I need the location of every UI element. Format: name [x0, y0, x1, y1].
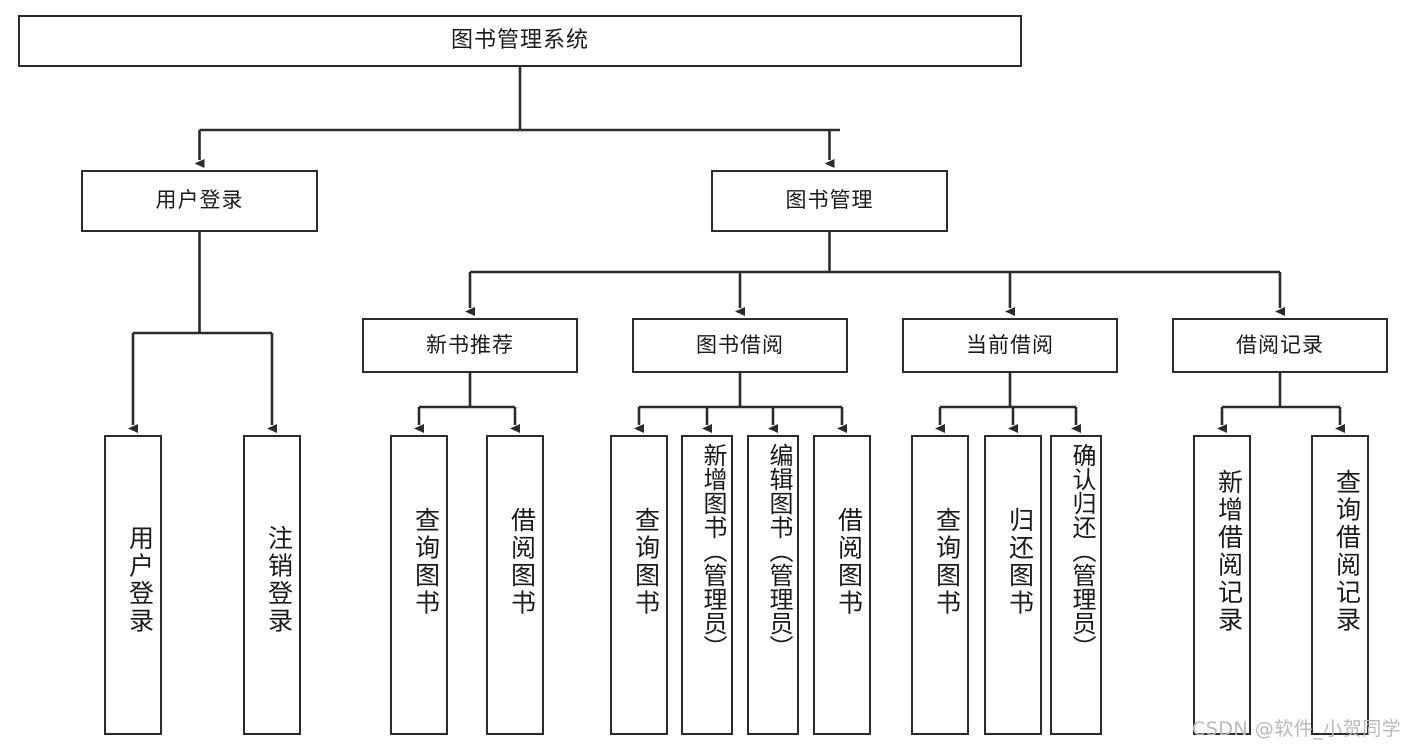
node-leaf-confirm-return[interactable]: 确认归还（管理员）	[1050, 435, 1102, 735]
node-leaf-return-book[interactable]: 归还图书	[984, 435, 1042, 735]
node-book-manage[interactable]: 图书管理	[711, 170, 948, 232]
node-leaf-query-book-3[interactable]: 查询图书	[911, 435, 969, 735]
node-book-borrow-label: 图书借阅	[696, 332, 784, 357]
node-leaf-return-book-label: 归还图书	[1005, 507, 1035, 617]
node-leaf-borrow-book-1[interactable]: 借阅图书	[486, 435, 544, 735]
node-leaf-query-record-label: 查询借阅记录	[1332, 469, 1362, 634]
node-leaf-borrow-book-2[interactable]: 借阅图书	[813, 435, 871, 735]
node-leaf-query-record[interactable]: 查询借阅记录	[1311, 435, 1369, 735]
node-leaf-query-book-1-label: 查询图书	[411, 507, 441, 617]
node-user-login-label: 用户登录	[155, 188, 244, 213]
node-leaf-edit-book-label: 编辑图书（管理员）	[764, 443, 793, 659]
node-leaf-query-book-2[interactable]: 查询图书	[610, 435, 668, 735]
node-leaf-user-login[interactable]: 用户登录	[104, 435, 162, 735]
node-borrow-record-label: 借阅记录	[1236, 332, 1324, 357]
node-leaf-query-book-1[interactable]: 查询图书	[390, 435, 448, 735]
node-current-borrow-label: 当前借阅	[966, 332, 1054, 357]
node-new-book-recommend[interactable]: 新书推荐	[362, 318, 578, 373]
node-root[interactable]: 图书管理系统	[18, 15, 1022, 67]
node-leaf-add-book-label: 新增图书（管理员）	[698, 443, 727, 659]
node-leaf-add-record-label: 新增借阅记录	[1214, 469, 1244, 634]
node-leaf-edit-book[interactable]: 编辑图书（管理员）	[747, 435, 799, 735]
node-leaf-query-book-2-label: 查询图书	[631, 507, 661, 617]
node-user-login[interactable]: 用户登录	[81, 170, 318, 232]
node-new-book-recommend-label: 新书推荐	[426, 332, 514, 357]
node-leaf-borrow-book-2-label: 借阅图书	[834, 507, 864, 617]
node-leaf-logout-label: 注销登录	[264, 525, 294, 635]
node-leaf-confirm-return-label: 确认归还（管理员）	[1067, 443, 1096, 659]
node-leaf-borrow-book-1-label: 借阅图书	[507, 507, 537, 617]
node-leaf-logout[interactable]: 注销登录	[243, 435, 301, 735]
node-book-borrow[interactable]: 图书借阅	[632, 318, 848, 373]
node-borrow-record[interactable]: 借阅记录	[1172, 318, 1388, 373]
node-leaf-user-login-label: 用户登录	[125, 525, 155, 635]
node-root-label: 图书管理系统	[450, 27, 589, 53]
node-current-borrow[interactable]: 当前借阅	[902, 318, 1118, 373]
node-book-manage-label: 图书管理	[785, 188, 874, 213]
node-leaf-add-book[interactable]: 新增图书（管理员）	[681, 435, 733, 735]
csdn-watermark: CSDN @软件_小贺同学	[1192, 718, 1402, 740]
node-leaf-query-book-3-label: 查询图书	[932, 507, 962, 617]
node-leaf-add-record[interactable]: 新增借阅记录	[1193, 435, 1251, 735]
